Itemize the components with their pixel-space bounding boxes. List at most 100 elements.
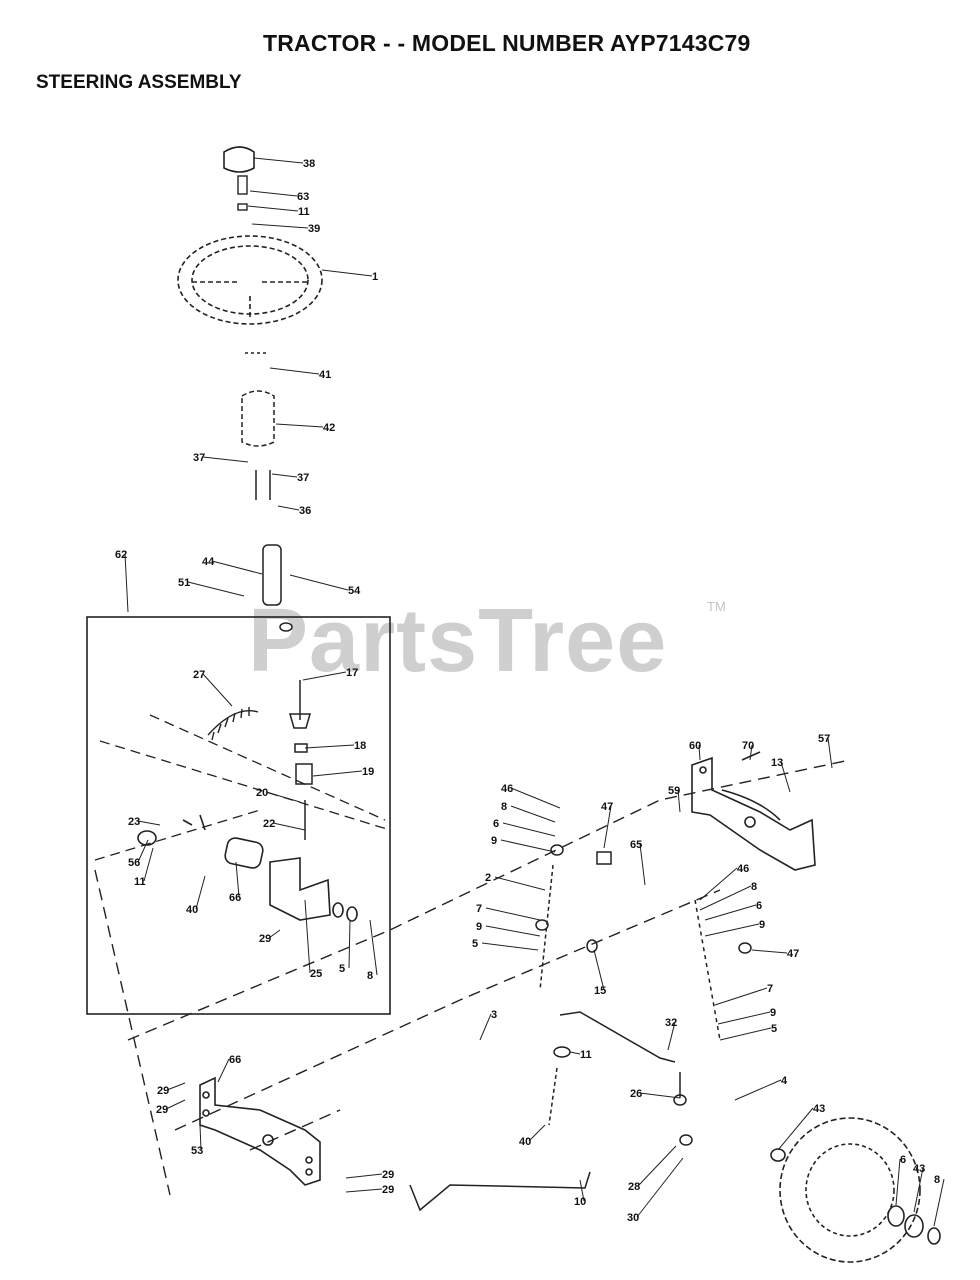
- callout-label-5: 5: [472, 938, 478, 950]
- callout-label-51: 51: [178, 577, 190, 589]
- callout-label-11: 11: [580, 1049, 592, 1061]
- steering-bolt: [237, 175, 248, 211]
- sub-assembly-frame: [86, 616, 391, 1015]
- callout-leader-66: [217, 1058, 230, 1083]
- gear-bracket: [137, 814, 358, 922]
- callout-leader-29: [345, 1173, 383, 1179]
- callout-leader-13: [780, 761, 791, 793]
- callout-label-11: 11: [134, 876, 146, 888]
- callout-leader-8: [369, 919, 378, 976]
- callout-leader-47: [751, 949, 788, 954]
- callout-label-59: 59: [668, 785, 680, 797]
- callout-label-29: 29: [259, 933, 271, 945]
- callout-label-32: 32: [665, 1017, 677, 1029]
- callout-label-22: 22: [263, 818, 275, 830]
- callout-label-40: 40: [186, 904, 198, 916]
- callout-leader-51: [187, 581, 245, 597]
- callout-leader-11: [569, 1051, 581, 1055]
- callout-label-54: 54: [348, 585, 361, 597]
- callout-label-9: 9: [491, 835, 497, 847]
- callout-leader-9: [485, 925, 541, 937]
- callout-leader-19: [312, 770, 363, 777]
- callout-leader-8: [699, 885, 752, 911]
- steering-wheel: [177, 235, 323, 325]
- callout-labels: 3863113914142373736624451541727181920222…: [115, 158, 940, 1224]
- callout-leader-44: [211, 560, 263, 575]
- front-wheel: [770, 1117, 941, 1263]
- callout-leader-3: [479, 1013, 492, 1041]
- callout-label-11: 11: [298, 206, 310, 218]
- sector-gear: [207, 707, 259, 741]
- callout-label-17: 17: [346, 667, 358, 679]
- callout-label-43: 43: [813, 1103, 825, 1115]
- callout-label-66: 66: [229, 1054, 241, 1066]
- callout-label-36: 36: [299, 505, 311, 517]
- callout-leader-9: [500, 839, 556, 853]
- callout-leader-4: [734, 1079, 782, 1101]
- callout-label-27: 27: [193, 669, 205, 681]
- callout-leader-46: [699, 867, 738, 901]
- callout-leader-2: [494, 876, 546, 891]
- callout-leader-8: [933, 1178, 945, 1227]
- callout-label-40: 40: [519, 1136, 531, 1148]
- callout-leader-11: [143, 847, 154, 882]
- callout-label-29: 29: [157, 1085, 169, 1097]
- callout-leader-18: [304, 744, 355, 749]
- callout-label-37: 37: [297, 472, 309, 484]
- callout-label-8: 8: [751, 881, 757, 893]
- callout-leader-63: [249, 190, 298, 197]
- callout-leader-11: [247, 205, 299, 212]
- callout-leader-29: [165, 1099, 186, 1110]
- callout-leader-66: [235, 861, 240, 898]
- section-title: STEERING ASSEMBLY: [36, 72, 242, 93]
- callout-leader-25: [304, 899, 311, 974]
- trademark-symbol: TM: [707, 599, 726, 614]
- callout-leader-65: [639, 843, 646, 886]
- callout-leader-36: [277, 505, 300, 511]
- callout-label-28: 28: [628, 1181, 640, 1193]
- callout-leader-29: [345, 1188, 383, 1193]
- callout-label-9: 9: [770, 1007, 776, 1019]
- callout-label-15: 15: [594, 985, 606, 997]
- callout-leader-6: [502, 822, 556, 837]
- callout-label-70: 70: [742, 740, 754, 752]
- callout-label-42: 42: [323, 422, 335, 434]
- callout-leader-41: [269, 367, 320, 375]
- callout-label-62: 62: [115, 549, 127, 561]
- callout-label-2: 2: [485, 872, 491, 884]
- callout-label-29: 29: [382, 1169, 394, 1181]
- callout-leader-15: [593, 949, 605, 991]
- callout-label-19: 19: [362, 766, 374, 778]
- callout-leader-1: [321, 269, 373, 277]
- callout-label-39: 39: [308, 223, 320, 235]
- callout-label-38: 38: [303, 158, 315, 170]
- callout-label-13: 13: [771, 757, 783, 769]
- callout-leader-26: [639, 1092, 681, 1099]
- callout-label-8: 8: [501, 801, 507, 813]
- callout-label-18: 18: [354, 740, 366, 752]
- callout-leader-70: [749, 744, 753, 761]
- callout-label-41: 41: [319, 369, 331, 381]
- partstree-watermark: PartsTree: [248, 591, 668, 691]
- callout-label-4: 4: [781, 1075, 788, 1087]
- callout-label-6: 6: [756, 900, 762, 912]
- callout-leader-54: [289, 574, 349, 591]
- callout-leaders: [124, 157, 945, 1227]
- callout-leader-53: [199, 1124, 202, 1151]
- callout-leader-27: [202, 673, 233, 707]
- callout-label-6: 6: [493, 818, 499, 830]
- callout-label-65: 65: [630, 839, 642, 851]
- callout-leader-60: [698, 744, 701, 761]
- callout-leader-43: [913, 1167, 924, 1213]
- sub-assembly-dashed-outline: [94, 714, 391, 861]
- callout-label-29: 29: [156, 1104, 168, 1116]
- callout-leader-10: [579, 1179, 585, 1202]
- page-title: TRACTOR - - MODEL NUMBER AYP7143C79: [263, 30, 751, 56]
- callout-leader-29: [166, 1082, 186, 1091]
- callout-label-47: 47: [787, 948, 799, 960]
- callout-label-8: 8: [367, 970, 373, 982]
- callout-leader-29: [268, 929, 281, 939]
- callout-leader-23: [137, 820, 161, 826]
- callout-leader-47: [603, 805, 612, 849]
